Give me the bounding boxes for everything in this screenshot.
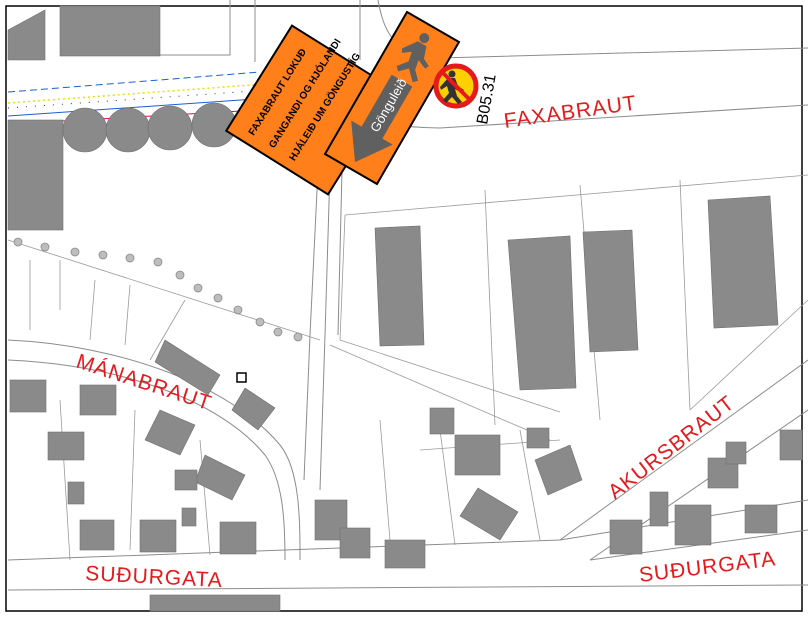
pedestrian-icon [396,33,430,83]
survey-marker [236,372,247,383]
prohibition-sign[interactable]: B05.31 [433,63,500,126]
detour-sign[interactable]: Gönguleið [323,10,461,186]
buildings [7,5,803,612]
closure-sign[interactable]: FAXABRAUT LOKUÐ GANGANDI OG HJÓLANDI HJÁ… [224,15,400,196]
tree-row [13,237,303,342]
no-pedestrians-icon [440,70,472,104]
arrow-down-icon [351,74,413,163]
